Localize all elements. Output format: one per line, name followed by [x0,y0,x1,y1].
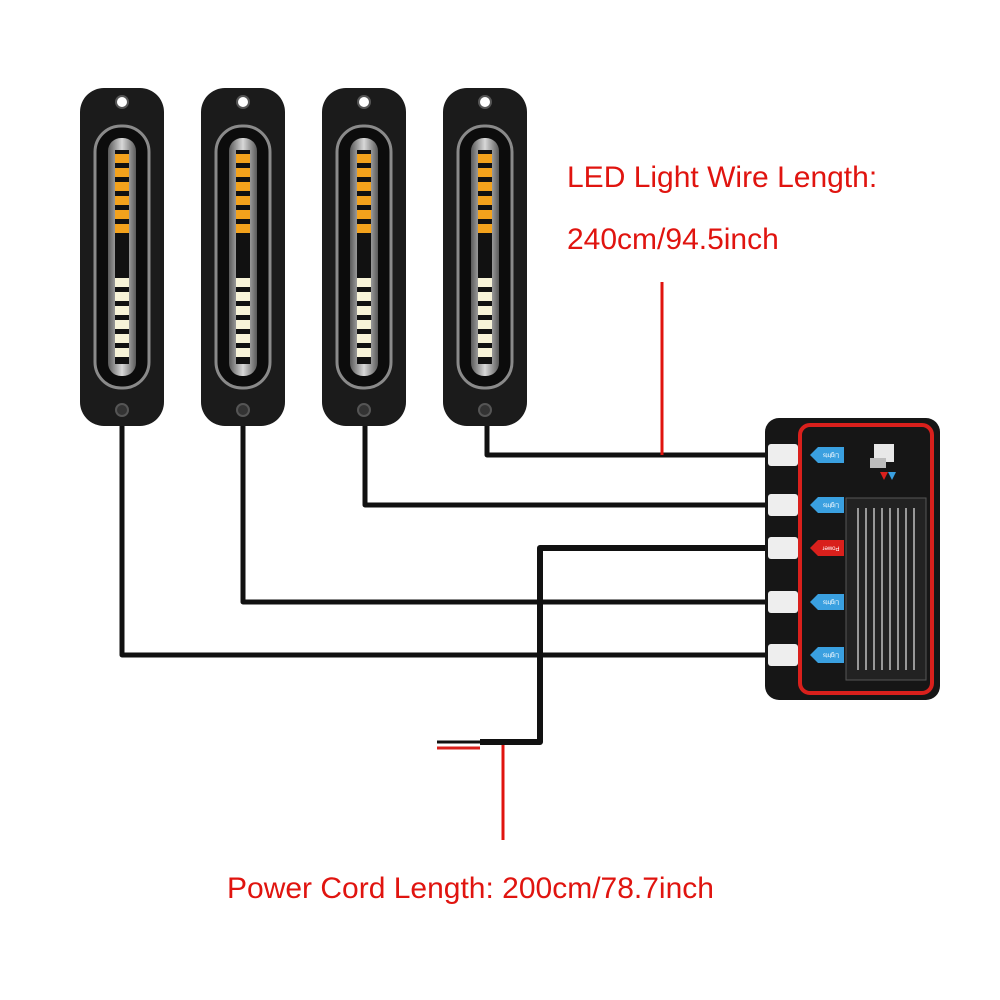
port-5-label: Lights [823,651,839,657]
port-label-tags [810,447,844,663]
wire-light-3 [362,420,770,508]
led-wire-length-label: LED Light Wire Length: [567,161,878,194]
controller-logo-icon [870,444,896,480]
power-cord-length-label: Power Cord Length: 200cm/78.7inch [227,872,714,905]
port-2-arrow-icon [810,497,844,513]
power-cord [437,545,770,750]
wire-light-1 [119,420,770,658]
port-5-arrow-icon [810,647,844,663]
light-3 [322,88,406,426]
light-2 [201,88,285,426]
controller-box: Lights Lights Power Lights Lights [765,418,940,700]
port-2-label: Lights [823,501,839,507]
light-1 [80,88,164,426]
port-4-arrow-icon [810,594,844,610]
light-wires [119,420,770,658]
port-1-label: Lights [823,451,839,457]
wire-light-2 [240,420,770,605]
wire-light-4 [484,420,770,458]
port-4-label: Lights [823,598,839,604]
controller-label-panel [845,497,927,681]
led-wire-length-value: 240cm/94.5inch [567,223,779,256]
port-1-arrow-icon [810,447,844,463]
port-3-arrow-icon [810,540,844,556]
light-4 [443,88,527,426]
port-3-label: Power [822,544,839,550]
controller-ports [768,444,798,666]
